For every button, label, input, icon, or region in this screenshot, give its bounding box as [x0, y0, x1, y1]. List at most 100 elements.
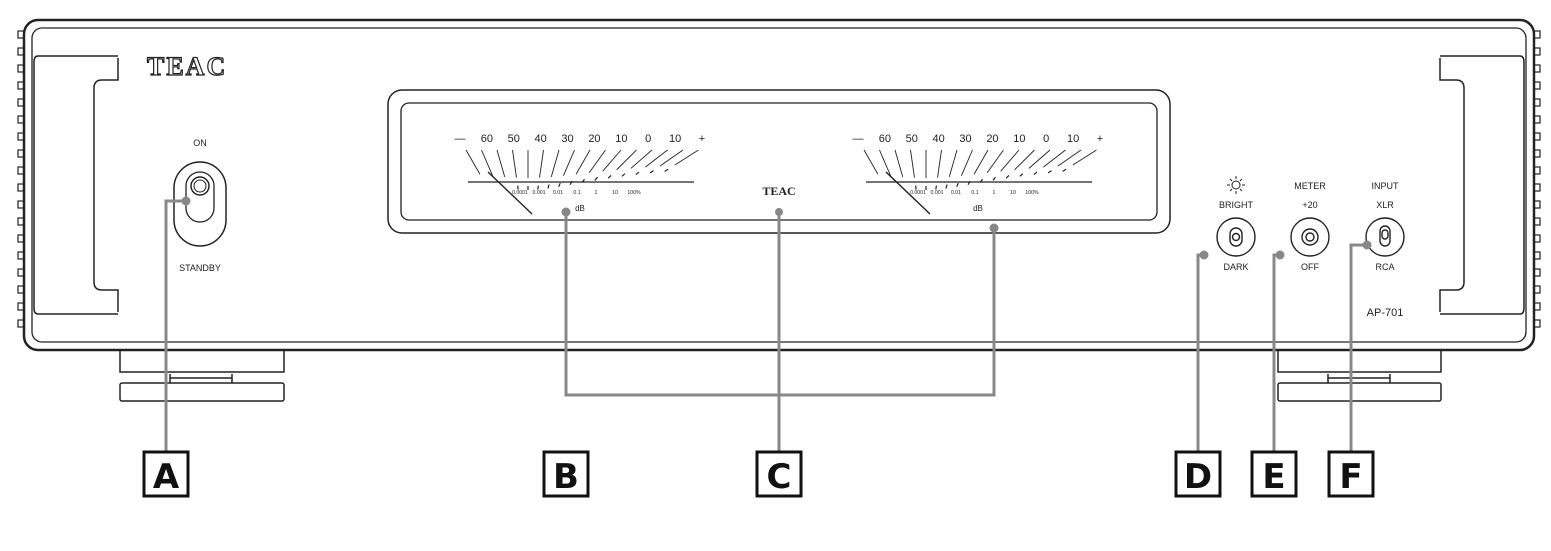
- right-foot: [1277, 350, 1442, 402]
- callout-d: D: [1174, 450, 1222, 498]
- callout-a: A: [142, 450, 190, 498]
- left-handle: [33, 55, 119, 315]
- right-meter-scale-tick-13: [1033, 171, 1038, 175]
- left-meter-scale-line-9: [588, 149, 606, 174]
- brightness-dark-label: DARK: [1223, 262, 1248, 272]
- left-meter-scale-line-12: [630, 149, 653, 169]
- left-meter-scale-tick-3: [517, 185, 519, 190]
- left-meter-scale-line-10: [602, 149, 622, 172]
- right-meter-scale-tick-7: [956, 182, 959, 187]
- right-meter-scale-tick-15: [1062, 168, 1067, 172]
- left-meter-scale-top-3: 40: [535, 133, 547, 145]
- left-meter-scale-bottom-3: 0.1: [573, 190, 580, 196]
- callout-c: C: [755, 450, 803, 498]
- callout-c-letter: C: [767, 457, 792, 497]
- right-meter-unit-label: dB: [973, 204, 983, 213]
- leader-dots: [181, 196, 1372, 260]
- brightness-knob[interactable]: [1216, 217, 1256, 257]
- right-meter-scale-line-15: [1072, 149, 1097, 166]
- left-meter-scale-top-7: 0: [645, 133, 651, 145]
- right-handle: [1439, 55, 1525, 315]
- meter-center-logo: TEAC: [762, 184, 795, 198]
- right-meter-scale-top-3: 40: [933, 133, 945, 145]
- right-meter-scale-tick-5: [935, 185, 937, 190]
- left-meter-scale-tick-10: [594, 176, 598, 181]
- left-meter-scale-line-0: [465, 149, 481, 175]
- power-on-label: ON: [193, 138, 207, 148]
- model-label: AP-701: [1367, 307, 1404, 319]
- right-meter-needle: [885, 171, 931, 215]
- meter-switch-knob[interactable]: [1290, 217, 1330, 257]
- meter-switch-off-label: OFF: [1301, 262, 1319, 272]
- left-meter-scale-top-8: 10: [669, 133, 681, 145]
- left-meter-scale-line-11: [616, 149, 637, 171]
- right-meter-scale-line-14: [1057, 149, 1082, 167]
- right-meter-scale-top-9: +: [1097, 133, 1103, 145]
- leader-line-a: [164, 199, 186, 452]
- left-meter-scale-top-6: 10: [615, 133, 627, 145]
- power-switch[interactable]: [173, 161, 227, 247]
- left-meter-scale-tick-12: [621, 173, 626, 177]
- left-meter-scale-tick-11: [607, 174, 612, 179]
- left-meter-needle: [487, 171, 533, 215]
- right-meter-scale-bottom-6: 100%: [1025, 190, 1039, 196]
- right-meter-scale-line-13: [1043, 149, 1066, 168]
- left-meter-scale-line-13: [645, 149, 668, 168]
- leader-line-f: [1349, 243, 1367, 452]
- right-meter-scale-line-2: [894, 149, 904, 178]
- left-foot: [119, 350, 285, 402]
- left-meter-scale-tick-5: [537, 185, 539, 190]
- callout-f: F: [1327, 450, 1375, 498]
- right-meter-scale-tick-6: [945, 184, 948, 189]
- left-meter-scale-line-15: [674, 149, 699, 166]
- input-switch-knob[interactable]: [1365, 217, 1405, 257]
- input-switch-rca-label: RCA: [1375, 262, 1394, 272]
- callout-d-letter: D: [1184, 457, 1212, 497]
- left-meter-scale-tick-7: [558, 182, 561, 187]
- right-meter-scale-line-10: [1000, 149, 1020, 172]
- right-meter-scale-line-8: [973, 149, 989, 175]
- brand-logo: TEAC: [147, 52, 227, 81]
- right-meter-scale-top-6: 10: [1013, 133, 1025, 145]
- right-meter-scale-bottom-3: 0.1: [971, 190, 978, 196]
- right-meter-scale-tick-3: [915, 185, 917, 190]
- left-meter-scale-top-2: 50: [508, 133, 520, 145]
- right-meter-scale-line-1: [879, 149, 891, 176]
- right-meter-scale-bottom-0: 0.0001: [910, 190, 926, 196]
- left-meter-scale-bottom-6: 100%: [627, 190, 641, 196]
- left-meter-scale-line-2: [496, 149, 506, 178]
- left-meter-scale-line-6: [550, 149, 560, 178]
- right-meter-scale-tick-11: [1005, 174, 1010, 179]
- right-meter-scale-line-0: [863, 149, 879, 175]
- right-meter-scale-top-7: 0: [1043, 133, 1049, 145]
- meter-switch-plus20-label: +20: [1302, 200, 1317, 210]
- right-meter-scale-tick-14: [1047, 170, 1052, 174]
- left-meter-scale-line-3: [512, 149, 517, 178]
- right-meter-scale-bottom-4: 1: [993, 190, 996, 196]
- right-meter-scale-line-12: [1028, 149, 1051, 169]
- left-meter-scale-top-1: 60: [481, 133, 493, 145]
- right-meter-scale-top-5: 20: [986, 133, 998, 145]
- callout-e-letter: E: [1262, 457, 1285, 497]
- right-meter-scale-top-1: 60: [879, 133, 891, 145]
- power-standby-label: STANDBY: [179, 263, 221, 273]
- left-meter-scale-tick-15: [664, 168, 669, 172]
- left-meter-scale-top-5: 20: [588, 133, 600, 145]
- callout-b-letter: B: [553, 457, 579, 497]
- input-switch-xlr-label: XLR: [1376, 200, 1394, 210]
- left-meter-unit-label: dB: [575, 204, 585, 213]
- left-meter-scale-line-14: [659, 149, 684, 167]
- right-meter-scale-line-9: [986, 149, 1004, 174]
- right-meter-scale-line-11: [1014, 149, 1035, 171]
- right-meter-scale-bottom-5: 10: [1010, 190, 1016, 196]
- meter-switch-title: METER: [1294, 181, 1326, 191]
- left-meter-scale-tick-14: [649, 170, 654, 174]
- left-meter-scale-top-9: +: [699, 133, 705, 145]
- left-meter-scale-tick-6: [547, 184, 550, 189]
- right-meter-scale-line-7: [961, 149, 973, 176]
- sun-icon: [1227, 176, 1245, 194]
